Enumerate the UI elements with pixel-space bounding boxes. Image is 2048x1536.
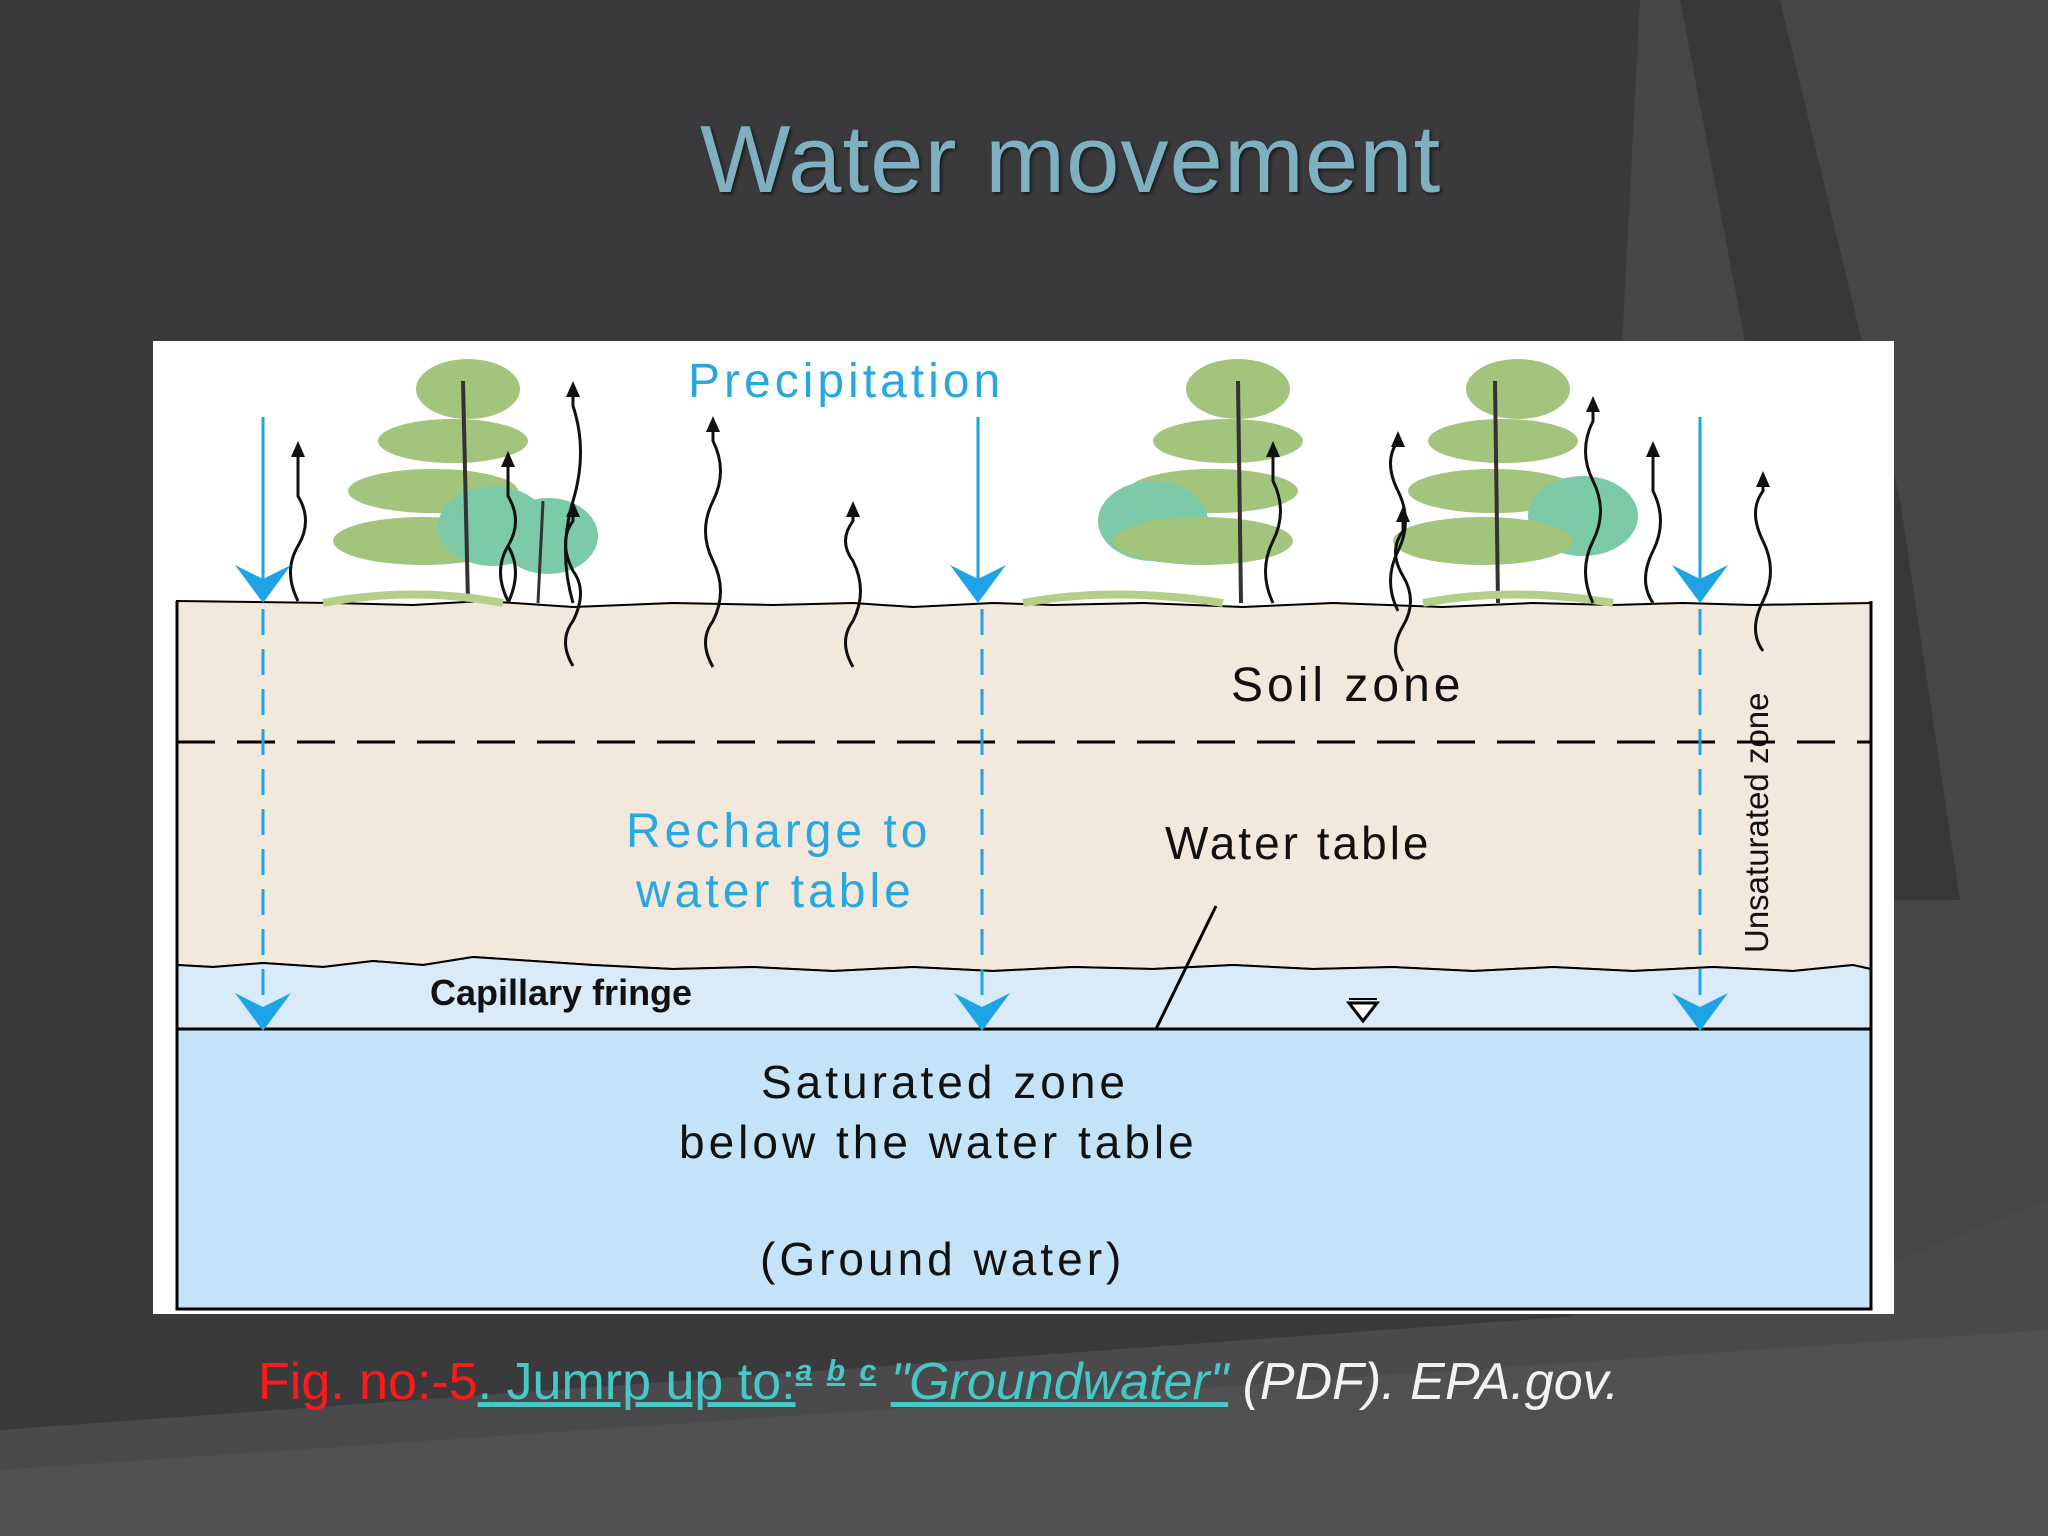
- recharge-label-line1: Recharge to: [626, 805, 932, 858]
- capillary-fringe-label: Capillary fringe: [430, 972, 692, 1013]
- recharge-label-line2: water table: [635, 865, 915, 918]
- precipitation-label: Precipitation: [688, 355, 1004, 408]
- water-table-label: Water table: [1165, 817, 1432, 869]
- evapotranspiration-arrowheads: [291, 381, 1770, 522]
- vegetation-left: [322, 359, 598, 607]
- slide-title: Water movement: [700, 106, 1442, 213]
- groundwater-doc-link[interactable]: "Groundwater": [890, 1353, 1229, 1411]
- evapotranspiration-arrows: [289, 391, 1772, 672]
- saturated-zone-label-line1: Saturated zone: [761, 1056, 1129, 1108]
- capillary-fringe-region: [176, 955, 1872, 1030]
- figure-number: Fig. no:-5: [258, 1353, 478, 1411]
- backlink-c[interactable]: c: [859, 1354, 877, 1388]
- groundwater-diagram: Precipitation Soil zone Unsaturated zone…: [153, 341, 1894, 1314]
- soil-zone-label: Soil zone: [1231, 659, 1464, 712]
- precipitation-arrows: [235, 417, 1728, 603]
- caption-dot: .: [477, 1353, 493, 1411]
- water-table-symbol: [1345, 1001, 1381, 1024]
- unsaturated-zone-label: Unsaturated zone: [1738, 692, 1775, 953]
- figure-caption: Fig. no:-5. Jumrp up to:a b c "Groundwat…: [258, 1352, 1958, 1412]
- saturated-zone-label-line3: (Ground water): [760, 1233, 1125, 1285]
- caption-source: (PDF). EPA.gov.: [1228, 1353, 1620, 1411]
- backlink-a[interactable]: a: [795, 1354, 813, 1388]
- water-table-pointer: [1154, 905, 1218, 1030]
- saturated-zone-label-line2: below the water table: [679, 1116, 1198, 1168]
- soil-zone-region: [176, 599, 1872, 973]
- vegetation-right: [1393, 359, 1638, 607]
- backlink-b[interactable]: b: [826, 1354, 846, 1388]
- jump-up-link[interactable]: Jumrp up to:: [492, 1353, 796, 1411]
- recharge-arrows: [235, 609, 1728, 1031]
- vegetation-middle: [1022, 359, 1303, 607]
